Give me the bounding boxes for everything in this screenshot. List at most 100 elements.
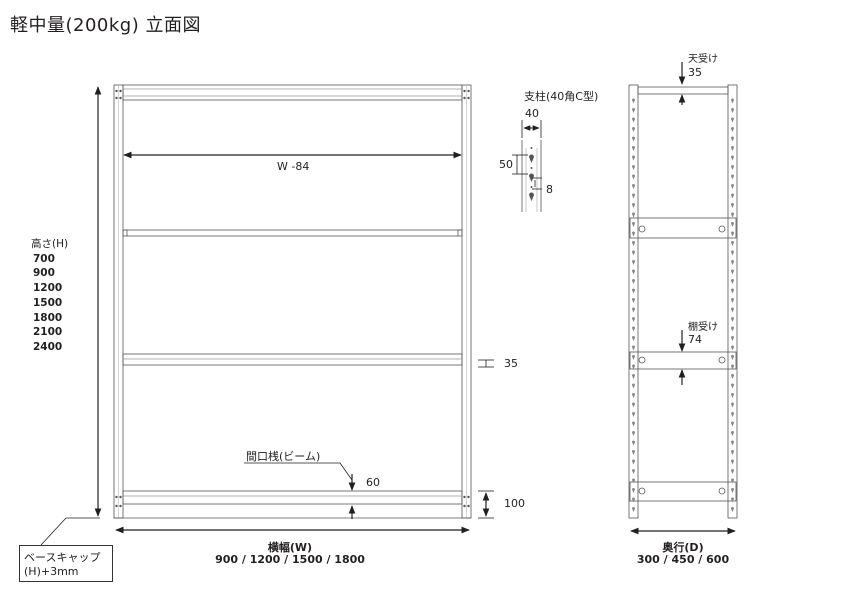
height-value: 900 [33, 267, 55, 280]
top-shelf [122, 84, 463, 101]
post-hole [731, 155, 734, 161]
post-hole [731, 184, 734, 189]
post-hole [731, 383, 734, 389]
height-value: 2400 [33, 340, 63, 353]
post-hole [731, 298, 734, 303]
post-hole [632, 98, 635, 104]
shelf-support-size: 74 [688, 333, 702, 346]
side-dimensions [630, 62, 736, 535]
post-hole [731, 497, 734, 503]
post-hole-label: 8 [546, 183, 553, 196]
post-label: 支柱(40角C型) [524, 90, 599, 103]
shelf-support-label: 棚受け [688, 322, 718, 333]
post-hole [731, 117, 734, 123]
post-hole [632, 364, 635, 370]
post-hole [632, 469, 635, 474]
post-hole [731, 250, 734, 256]
bottom-beam [122, 490, 463, 505]
top-support [637, 86, 729, 95]
post-hole [731, 231, 734, 237]
post-hole [731, 317, 734, 322]
inner-width-label: W -84 [277, 160, 310, 173]
height-value: 2100 [33, 326, 63, 339]
post-hole [731, 478, 734, 484]
post-hole [731, 269, 734, 275]
post-hole [632, 174, 635, 180]
post-hole [632, 459, 635, 465]
post-hole [632, 431, 635, 436]
post-hole [731, 374, 734, 379]
height-value: 700 [33, 252, 55, 265]
post-hole [632, 108, 635, 113]
post-hole [632, 326, 635, 332]
post-hole [632, 345, 635, 351]
beam-label: 間口桟(ビーム) [246, 450, 321, 463]
top-support-size: 35 [688, 66, 702, 79]
post-hole [632, 155, 635, 161]
post-hole [731, 488, 734, 493]
post-hole [632, 478, 635, 484]
post-hole [632, 412, 635, 417]
post-hole [731, 174, 734, 180]
post-hole [632, 117, 635, 123]
post-hole [632, 231, 635, 237]
post-hole [731, 393, 734, 398]
side-right-post [727, 84, 738, 519]
side-elevation [628, 84, 738, 519]
post-hole [731, 212, 734, 218]
width-values: 900 / 1200 / 1500 / 1800 [215, 553, 365, 566]
post-detail [521, 140, 542, 212]
post-hole [632, 184, 635, 189]
post-hole [632, 298, 635, 303]
post-dimensions [512, 120, 542, 190]
post-hole [731, 459, 734, 465]
shelf-2 [122, 229, 463, 237]
shelf-3 [122, 353, 463, 366]
shelf-thickness-label: 35 [504, 357, 518, 370]
post-width-label: 40 [525, 107, 539, 120]
post-hole [632, 336, 635, 341]
post-hole [731, 146, 734, 151]
post-hole [632, 146, 635, 151]
post-hole [632, 269, 635, 275]
post-hole [731, 241, 734, 246]
front-post-details [115, 89, 470, 508]
post-hole [632, 288, 635, 294]
post-hole [731, 431, 734, 436]
post-hole [632, 165, 635, 170]
height-value: 1200 [33, 282, 63, 295]
post-hole [731, 336, 734, 341]
top-support-label: 天受け [688, 54, 718, 65]
post-hole [632, 317, 635, 322]
page-title: 軽中量(200kg) 立面図 [10, 15, 201, 36]
post-hole [731, 421, 734, 427]
post-hole [632, 260, 635, 265]
post-hole [632, 488, 635, 493]
post-hole [731, 402, 734, 408]
post-hole [632, 402, 635, 408]
post-hole [731, 364, 734, 370]
post-hole [731, 98, 734, 104]
post-hole [731, 127, 734, 132]
post-hole [632, 136, 635, 142]
post-detail-holes [529, 147, 534, 201]
post-hole [731, 450, 734, 455]
post-hole [632, 421, 635, 427]
shelf-support-2 [629, 351, 737, 370]
post-hole [731, 165, 734, 170]
post-hole [731, 507, 734, 512]
post-hole [731, 260, 734, 265]
height-value: 1800 [33, 311, 63, 324]
post-hole [731, 469, 734, 474]
post-hole [632, 222, 635, 227]
post-hole [731, 279, 734, 284]
post-hole [632, 127, 635, 132]
post-hole [632, 203, 635, 208]
post-pitch-label: 50 [499, 158, 513, 171]
side-support-bolts [638, 225, 726, 495]
front-elevation [113, 84, 472, 519]
height-value: 1500 [33, 296, 63, 309]
post-hole [731, 193, 734, 199]
side-post-holes [632, 98, 734, 512]
